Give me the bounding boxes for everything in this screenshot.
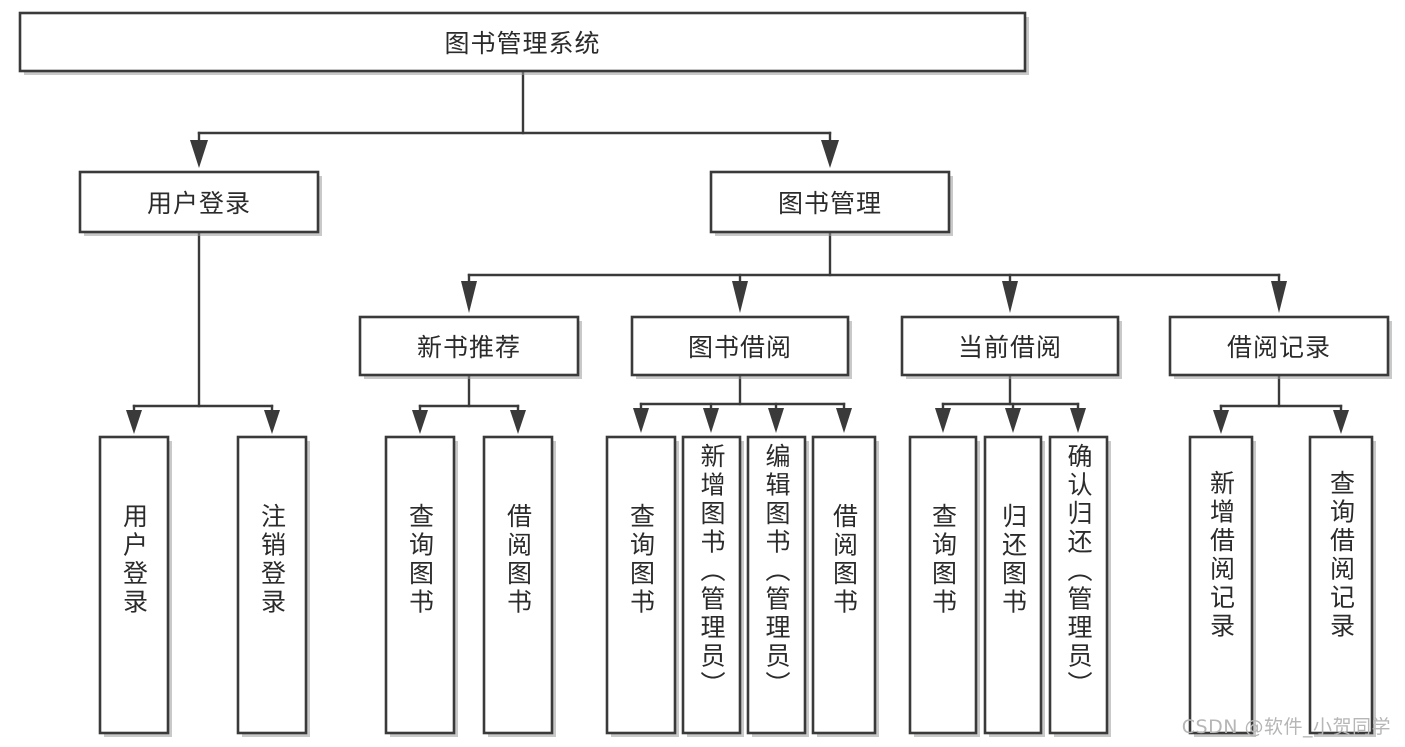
edge-group-bookborrow-to-leaves	[633, 373, 852, 433]
node-add-book-admin[interactable]	[681, 435, 744, 737]
arrow-new-book-recommend	[461, 281, 477, 313]
edge-group-bookmanage-to-level3	[461, 230, 1287, 313]
node-user-login[interactable]	[78, 170, 322, 236]
node-edit-book-admin[interactable]	[746, 435, 809, 737]
node-new-book-recommend[interactable]	[358, 315, 582, 379]
arrow-add-borrow-record	[1213, 410, 1229, 434]
node-borrow-book-2[interactable]	[811, 435, 879, 737]
node-query-book-3[interactable]	[908, 435, 980, 737]
node-return-book[interactable]	[983, 435, 1045, 737]
arrow-query-book-2	[633, 408, 649, 433]
node-query-book-2[interactable]	[605, 435, 679, 737]
arrow-confirm-return-admin	[1070, 408, 1086, 433]
node-book-manage[interactable]	[709, 170, 953, 236]
node-query-borrow-record[interactable]	[1308, 435, 1376, 737]
edge-group-userlogin-to-leaves	[126, 230, 280, 434]
node-current-borrow[interactable]	[900, 315, 1122, 379]
node-borrow-record[interactable]	[1168, 315, 1392, 379]
edge-group-borrowrecord-to-leaves	[1213, 373, 1349, 434]
arrow-borrow-book-2	[836, 408, 852, 433]
arrow-edit-book-admin	[768, 408, 784, 433]
node-confirm-return-admin[interactable]	[1048, 435, 1111, 737]
arrow-current-borrow	[1002, 281, 1018, 313]
node-root[interactable]	[18, 11, 1029, 75]
arrow-return-book	[1005, 408, 1021, 433]
arrow-user-login	[190, 140, 208, 168]
arrow-query-book-1	[412, 410, 428, 434]
node-book-borrow[interactable]	[630, 315, 852, 379]
arrow-book-borrow	[732, 281, 748, 313]
arrow-query-borrow-record	[1333, 410, 1349, 434]
arrow-book-manage	[821, 140, 839, 168]
arrow-user-logout	[264, 410, 280, 434]
arrow-query-book-3	[935, 408, 951, 433]
node-add-borrow-record[interactable]	[1188, 435, 1256, 737]
edge-group-root-to-level2	[190, 69, 839, 168]
node-query-book-1[interactable]	[384, 435, 458, 737]
node-user-login-do[interactable]	[98, 435, 172, 737]
node-borrow-book-1[interactable]	[482, 435, 556, 737]
node-user-logout[interactable]	[236, 435, 310, 737]
arrow-add-book-admin	[703, 408, 719, 433]
arrow-borrow-record	[1271, 281, 1287, 313]
arrow-user-login-do	[126, 410, 142, 434]
arrow-borrow-book-1	[510, 410, 526, 434]
edge-group-newbook-to-leaves	[412, 373, 526, 434]
edge-group-currentborrow-to-leaves	[935, 373, 1086, 433]
